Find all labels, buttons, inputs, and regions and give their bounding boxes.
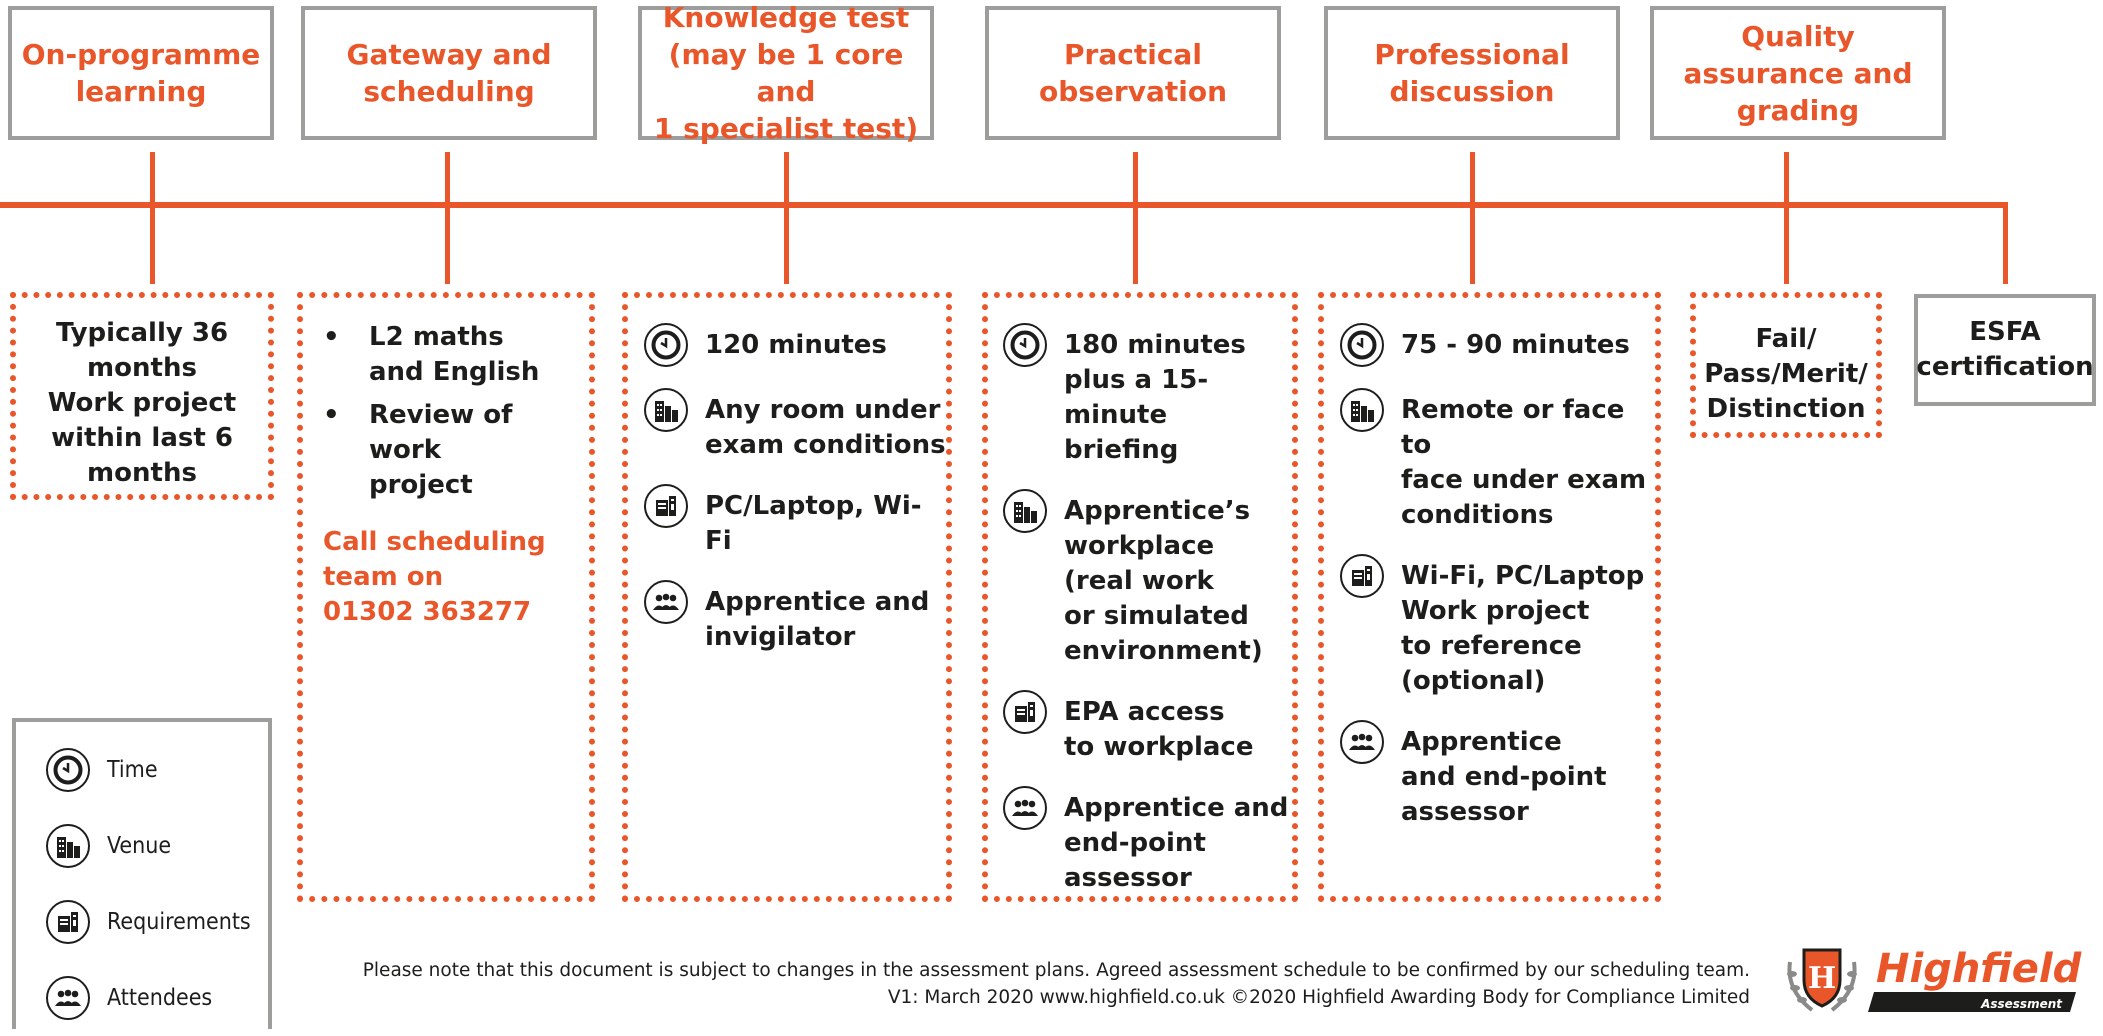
stage-gateway: Gateway and scheduling	[301, 6, 597, 140]
requirements-icon	[1003, 690, 1047, 734]
gateway-bullet: L2 maths and English	[323, 320, 589, 390]
detail-quality: Fail/ Pass/Merit/ Distinction	[1690, 292, 1882, 438]
detail-text: 75 - 90 minutes	[1401, 330, 1630, 360]
time-icon	[46, 748, 90, 792]
stage-professional: Professional discussion	[1324, 6, 1620, 140]
detail-text: Wi-Fi, PC/Laptop Work project to referen…	[1401, 561, 1645, 696]
venue-icon	[644, 388, 688, 432]
requirements-icon	[644, 484, 688, 528]
detail-item: 75 - 90 minutes	[1340, 323, 1655, 367]
stage-quality: Quality assurance and grading	[1650, 6, 1946, 140]
highfield-logo: H Highfield Assessment	[1782, 932, 2082, 1024]
esfa-certification-box: ESFA certification	[1914, 294, 2096, 406]
legend-label: Attendees	[107, 985, 213, 1011]
detail-professional: 75 - 90 minutes Remote or face to face u…	[1318, 292, 1661, 902]
attendees-icon	[46, 976, 90, 1020]
detail-item: PC/Laptop, Wi-Fi	[644, 484, 946, 559]
gateway-bullet: Review of work project	[323, 398, 589, 503]
detail-item: EPA access to workplace	[1003, 690, 1292, 765]
legend-label: Requirements	[107, 909, 251, 935]
gateway-bullet-list: L2 maths and English Review of work proj…	[323, 320, 589, 503]
detail-text: PC/Laptop, Wi-Fi	[705, 491, 922, 556]
stage-knowledge-test: Knowledge test (may be 1 core and 1 spec…	[638, 1, 934, 145]
detail-item: 180 minutes plus a 15-minute briefing	[1003, 323, 1292, 468]
detail-text: Any room under exam conditions	[705, 395, 946, 460]
svg-text:Assessment: Assessment	[1980, 997, 2063, 1011]
stage-title: Practical observation	[1038, 38, 1228, 108]
detail-item: Apprentice and invigilator	[644, 580, 946, 655]
detail-item: Apprentice and end-point assessor	[1340, 720, 1655, 830]
footer: Please note that this document is subjec…	[330, 957, 1750, 1011]
connector-knowledge-test	[784, 152, 789, 284]
legend-item: Requirements	[46, 884, 268, 960]
attendees-icon	[644, 580, 688, 624]
detail-on-programme: Typically 36 months Work project within …	[10, 292, 274, 500]
connector-on-programme	[150, 152, 155, 284]
stage-title: Knowledge test (may be 1 core and 1 spec…	[653, 1, 919, 145]
timeline-line	[0, 202, 2008, 208]
detail-text: Apprentice and invigilator	[705, 587, 930, 652]
svg-text:Highfield: Highfield	[1876, 946, 2082, 992]
detail-gateway: L2 maths and English Review of work proj…	[297, 292, 595, 902]
connector-quality	[1784, 152, 1789, 284]
on-programme-text: Typically 36 months Work project within …	[47, 318, 237, 488]
detail-text: Apprentice and end-point assessor	[1064, 793, 1289, 893]
legend-item: Venue	[46, 808, 268, 884]
detail-item: Any room under exam conditions	[644, 388, 946, 463]
detail-text: Remote or face to face under exam condit…	[1401, 395, 1647, 530]
timeline-end-connector	[2003, 202, 2008, 284]
stage-title: Gateway and scheduling	[346, 38, 552, 108]
time-icon	[644, 323, 688, 367]
svg-text:H: H	[1808, 961, 1836, 996]
requirements-icon	[1340, 554, 1384, 598]
footer-disclaimer: Please note that this document is subjec…	[362, 960, 1750, 981]
detail-item: 120 minutes	[644, 323, 946, 367]
legend-item: Attendees	[46, 960, 268, 1036]
connector-practical	[1133, 152, 1138, 284]
time-icon	[1003, 323, 1047, 367]
venue-icon	[1003, 489, 1047, 533]
legend-label: Venue	[107, 833, 172, 859]
detail-text: Apprentice and end-point assessor	[1401, 727, 1607, 827]
attendees-icon	[1003, 786, 1047, 830]
venue-icon	[46, 824, 90, 868]
detail-item: Remote or face to face under exam condit…	[1340, 388, 1655, 533]
stage-title: Quality assurance and grading	[1683, 19, 1913, 127]
call-scheduling-text: Call scheduling team on 01302 363277	[323, 527, 546, 627]
esfa-text: ESFA certification	[1916, 317, 2094, 382]
legend-item: Time	[46, 732, 268, 808]
detail-item: Wi-Fi, PC/Laptop Work project to referen…	[1340, 554, 1655, 699]
detail-knowledge-test: 120 minutes Any room under exam conditio…	[622, 292, 952, 902]
grading-text: Fail/ Pass/Merit/ Distinction	[1704, 324, 1868, 424]
stage-on-programme: On-programme learning	[8, 6, 274, 140]
connector-gateway	[445, 152, 450, 284]
detail-text: 180 minutes plus a 15-minute briefing	[1064, 330, 1246, 465]
detail-text: Apprentice’s workplace (real work or sim…	[1064, 496, 1263, 666]
detail-practical: 180 minutes plus a 15-minute briefing Ap…	[982, 292, 1298, 902]
time-icon	[1340, 323, 1384, 367]
stage-practical: Practical observation	[985, 6, 1281, 140]
venue-icon	[1340, 388, 1384, 432]
detail-item: Apprentice and end-point assessor	[1003, 786, 1292, 896]
detail-item: Apprentice’s workplace (real work or sim…	[1003, 489, 1292, 669]
stage-title: Professional discussion	[1374, 38, 1570, 108]
footer-version: V1: March 2020 www.highfield.co.uk ©2020…	[887, 987, 1750, 1008]
detail-text: EPA access to workplace	[1064, 697, 1254, 762]
legend-label: Time	[107, 757, 158, 783]
requirements-icon	[46, 900, 90, 944]
stage-title: On-programme learning	[21, 38, 261, 108]
detail-text: 120 minutes	[705, 330, 887, 360]
connector-professional	[1470, 152, 1475, 284]
legend: Time Venue Requirements Attendees	[12, 718, 272, 1029]
logo-mark-icon: H Highfield Assessment	[1787, 946, 2082, 1012]
attendees-icon	[1340, 720, 1384, 764]
